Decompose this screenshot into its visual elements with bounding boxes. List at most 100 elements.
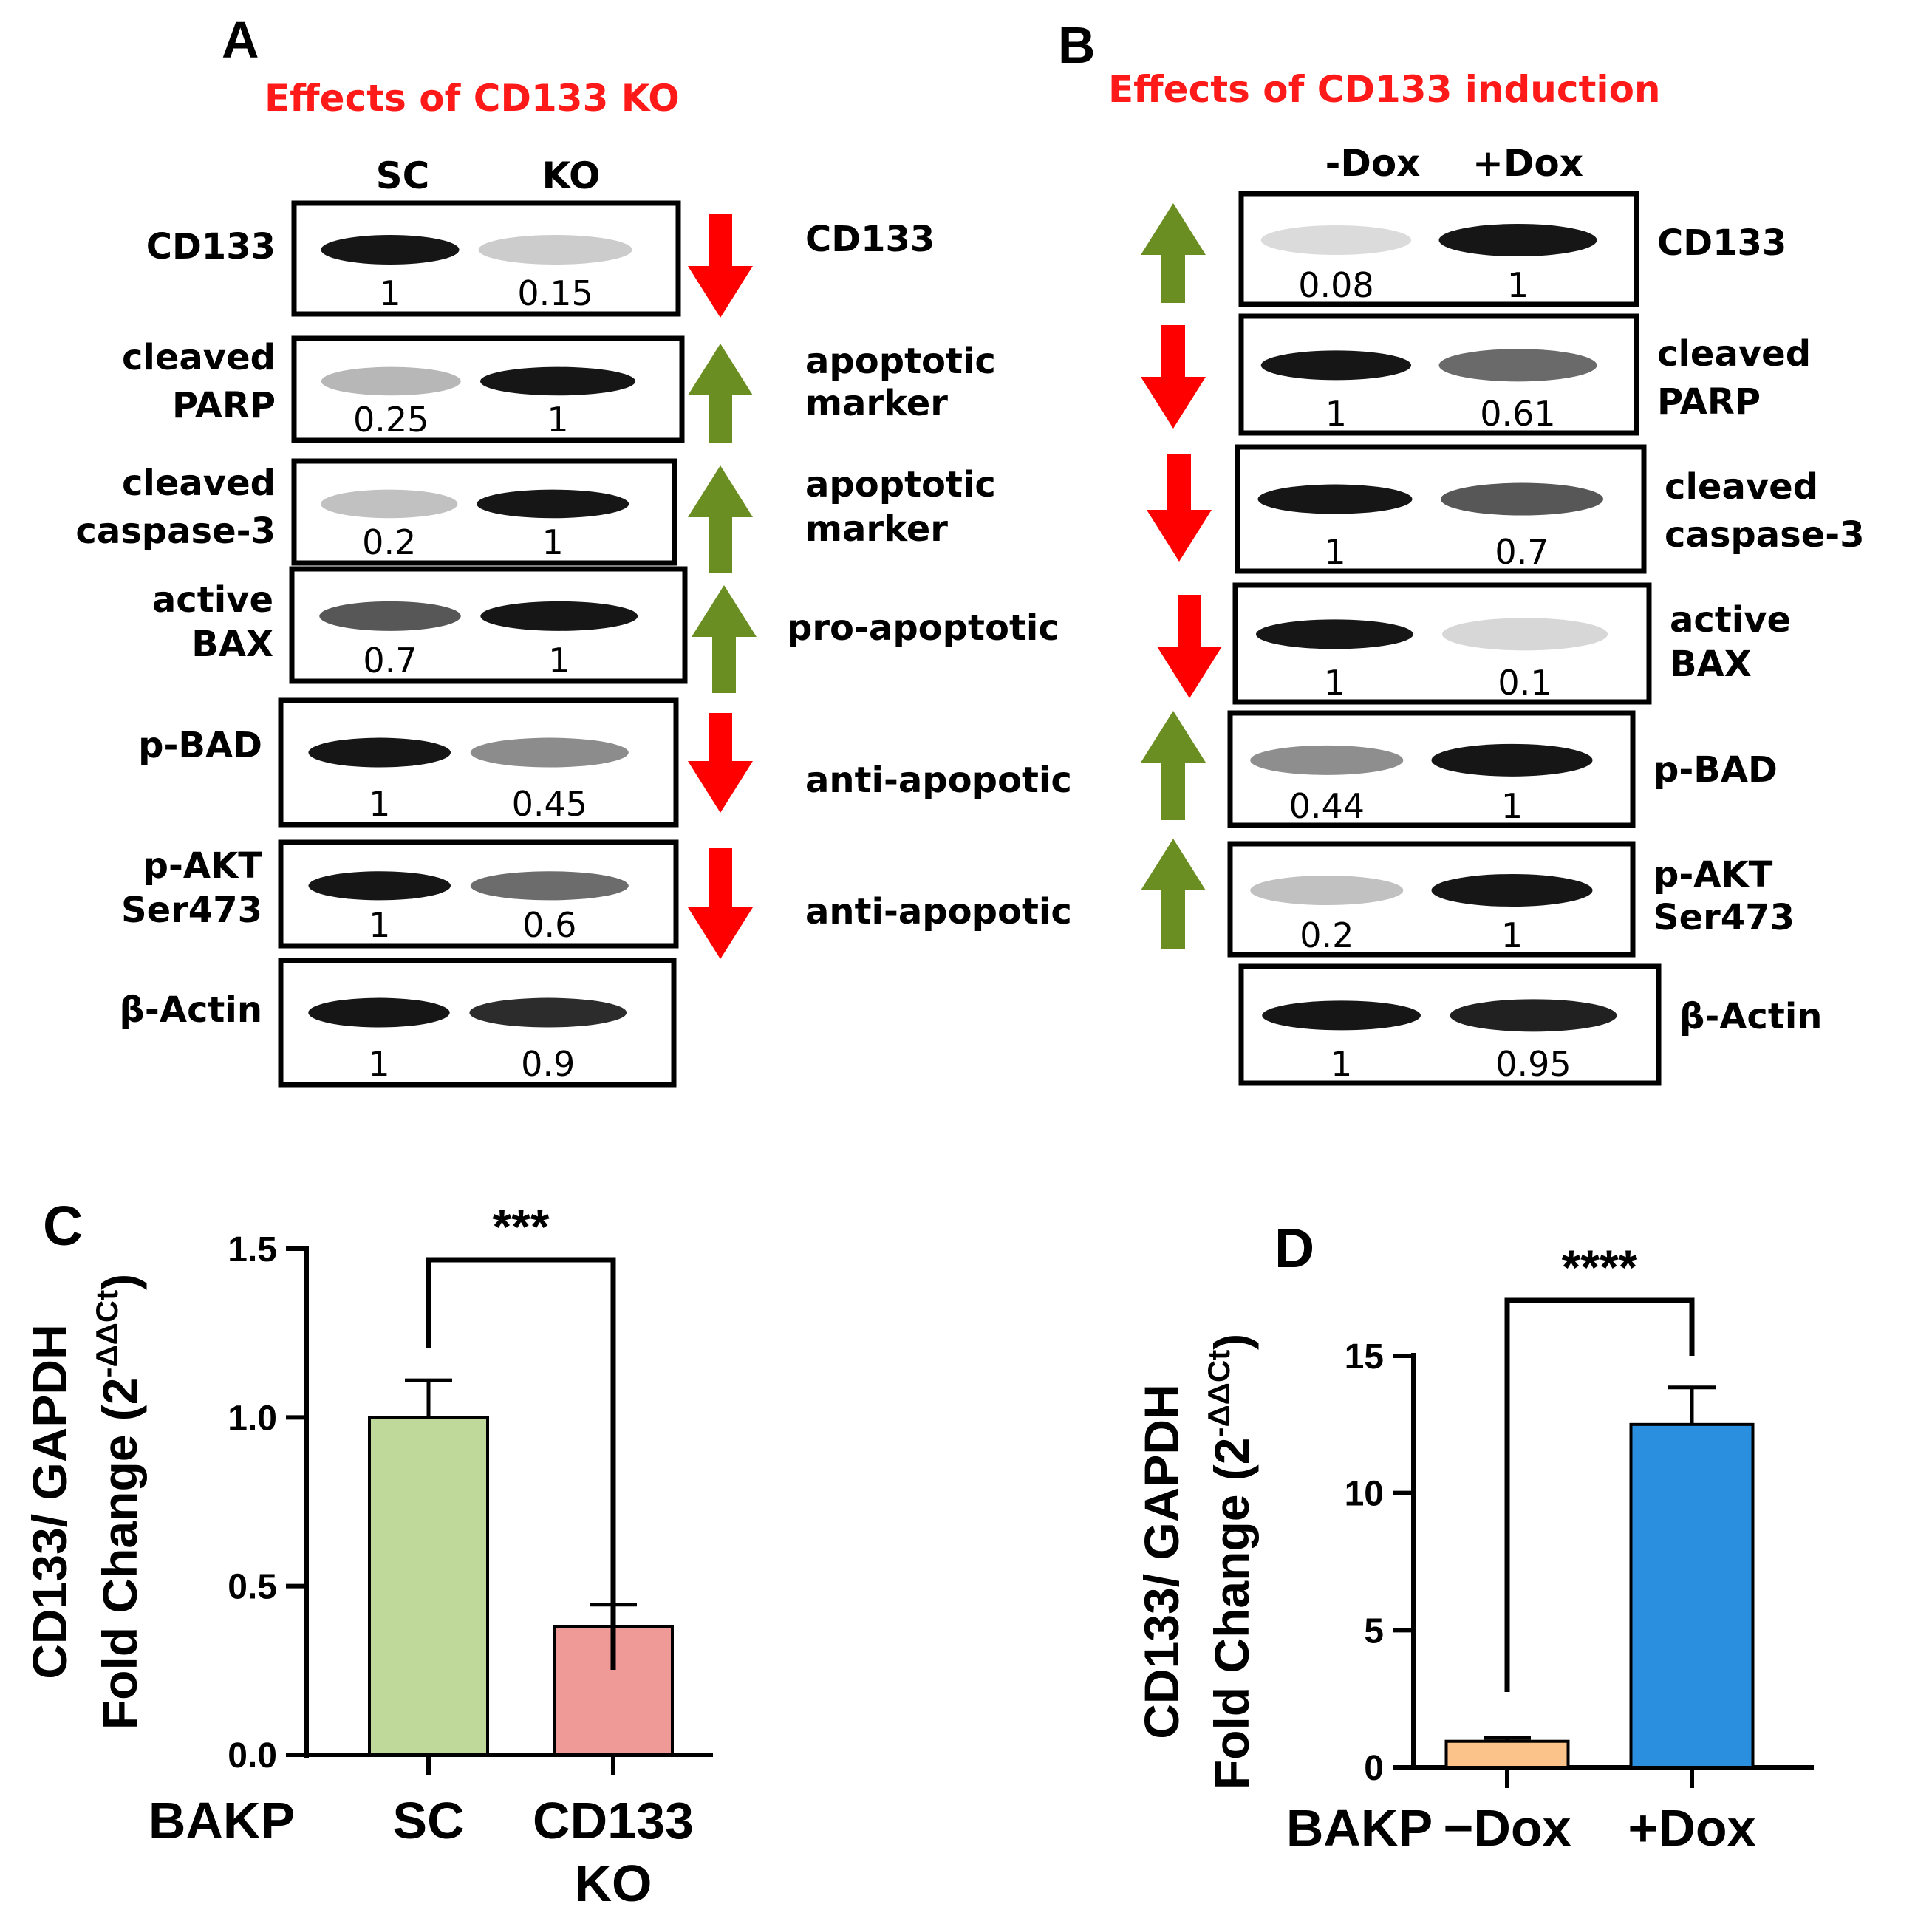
blot-band [1442, 618, 1608, 651]
band-quant-value: 0.45 [512, 784, 587, 824]
blot-band [1250, 745, 1404, 775]
effect-label: marker [805, 383, 948, 424]
blot-band [308, 871, 451, 901]
significance-stars: **** [1562, 1240, 1638, 1294]
y-axis-title-text: Fold Change (2 [92, 1378, 147, 1730]
y-tick-label: 1.5 [228, 1230, 277, 1269]
blot-row-label: Ser473 [121, 890, 262, 931]
y-axis-title-line2: Fold Change (2-ΔΔCt) [1201, 1334, 1259, 1790]
band-quant-value: 1 [542, 522, 564, 562]
blot-band [308, 997, 450, 1028]
blot-band [1260, 225, 1412, 255]
blot-row-label: caspase-3 [1665, 514, 1865, 556]
band-quant-value: 1 [1507, 265, 1529, 305]
panel-d-letter: D [1274, 1217, 1314, 1279]
blot-row-label: CD133 [146, 226, 276, 267]
blot-row-label: BAX [191, 624, 273, 665]
band-quant-value: 0.25 [353, 400, 429, 440]
blot-band [480, 601, 638, 631]
blot-row-label: CD133 [1657, 222, 1786, 264]
band-quant-value: 0.2 [1300, 915, 1354, 955]
band-quant-value: 0.7 [1495, 532, 1549, 572]
band-quant-value: 1 [369, 905, 390, 945]
blot-band [1262, 1000, 1421, 1031]
blot-band [469, 997, 627, 1028]
band-quant-value: 1 [1324, 663, 1345, 703]
band-quant-value: 1 [547, 400, 568, 440]
blot-band [478, 235, 632, 265]
blot-row-label: cleaved [122, 463, 276, 504]
blot-row-label: β-Actin [120, 989, 262, 1031]
y-tick-label: 0.5 [228, 1568, 277, 1607]
band-quant-value: 0.7 [363, 641, 417, 680]
blot-row-label: p-BAD [138, 725, 262, 766]
y-tick-label: 0 [1364, 1749, 1384, 1788]
band-quant-value: 1 [548, 641, 570, 680]
blot-band [308, 737, 451, 768]
y-axis-title-line2: Fold Change (2-ΔΔCt) [89, 1274, 147, 1730]
blot-row-label: active [1670, 599, 1791, 641]
blot-band [1256, 619, 1413, 649]
blot-band [1260, 350, 1412, 381]
effect-label: marker [805, 508, 948, 550]
blot-band [470, 871, 629, 901]
x-category-label: KO [575, 1855, 652, 1912]
down-arrow-icon [1157, 595, 1222, 698]
blot-band [470, 737, 629, 768]
significance-stars: *** [492, 1199, 549, 1254]
blot-band [1257, 484, 1413, 514]
band-quant-value: 1 [1331, 1044, 1352, 1084]
down-arrow-icon [1141, 325, 1206, 429]
panel-b-col-minus-dox: -Dox [1325, 142, 1421, 185]
blot-row-label: caspase-3 [75, 511, 276, 552]
blot-row-label: BAX [1670, 644, 1752, 685]
up-arrow-icon [688, 344, 753, 443]
band-quant-value: 1 [1501, 915, 1523, 955]
band-quant-value: 0.15 [517, 273, 593, 313]
x-category-label: +Dox [1628, 1799, 1755, 1857]
blot-band [1450, 999, 1617, 1032]
up-arrow-icon [688, 465, 753, 573]
x-category-label: −Dox [1443, 1799, 1571, 1857]
y-axis-title-paren: ) [92, 1274, 147, 1290]
panel-b-letter: B [1058, 16, 1096, 74]
down-arrow-icon [1147, 454, 1212, 562]
band-quant-value: 1 [1501, 786, 1523, 826]
bar [1629, 1422, 1755, 1770]
band-quant-value: 1 [379, 273, 400, 313]
band-quant-value: 0.95 [1495, 1044, 1571, 1084]
blot-row-label: cleaved [1665, 466, 1818, 508]
bar [368, 1416, 489, 1757]
blot-row-label: PARP [172, 385, 276, 426]
x-group-label: BAKP [1286, 1799, 1433, 1857]
y-axis-title-line1: CD133/ GAPDH [22, 1324, 77, 1679]
blot-row-label: cleaved [1657, 333, 1811, 375]
band-quant-value: 0.9 [521, 1044, 575, 1084]
panel-b-row: 1 0.95 β-Actin [1238, 963, 1822, 1086]
blot-band [1431, 743, 1593, 777]
significance-bracket [1504, 1297, 1695, 1692]
blot-row-label: PARP [1657, 381, 1761, 423]
blot-band [1441, 482, 1603, 516]
blot-row-label: β-Actin [1679, 996, 1822, 1037]
blot-band [1250, 876, 1404, 905]
band-quant-value: 0.2 [362, 522, 416, 562]
y-tick-label: 10 [1345, 1475, 1384, 1514]
blot-band [1438, 224, 1597, 256]
x-group-label: BAKP [149, 1792, 295, 1849]
y-axis-title-paren: ) [1204, 1334, 1259, 1350]
significance-bracket [426, 1257, 616, 1670]
